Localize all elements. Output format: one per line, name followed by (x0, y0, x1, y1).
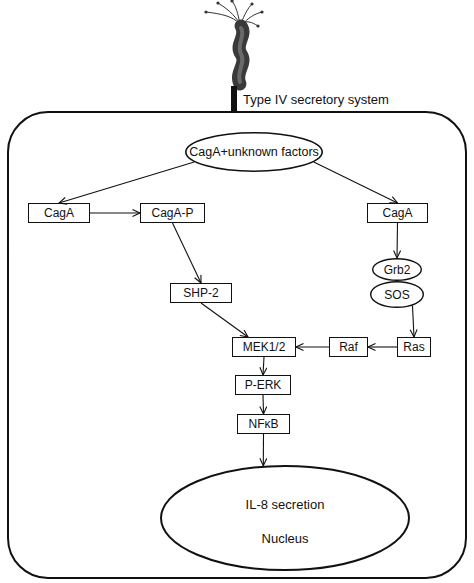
signal-arrow (263, 434, 264, 466)
nucleus-ellipse: IL-8 secretionNucleus (160, 465, 410, 571)
node-text: CagA+unknown factors (189, 145, 319, 159)
adaptor-ellipse: Grb2 (372, 258, 422, 281)
system-label: Type IV secretory system (243, 92, 389, 107)
signal-arrow (90, 212, 140, 213)
factor-ellipse: CagA+unknown factors (185, 132, 323, 172)
ellipse-shape (186, 133, 322, 171)
cell-outline (8, 112, 466, 578)
protein-box: P-ERK (235, 375, 291, 395)
node-text: SHP-2 (183, 286, 218, 300)
node-text: P-ERK (245, 378, 282, 392)
protein-box: Raf (329, 337, 368, 357)
ellipse-shape (371, 282, 424, 308)
protein-box: CagA (28, 203, 90, 223)
node-text: MEK1/2 (243, 340, 286, 354)
adaptor-ellipse: SOS (370, 281, 424, 308)
signal-arrow (296, 346, 329, 347)
signal-arrow (262, 395, 264, 414)
ellipse-shape (161, 466, 409, 570)
secretion-system-bar (231, 86, 237, 113)
protein-box: Ras (397, 337, 431, 357)
protein-box: CagA-P (140, 203, 205, 223)
node-text: SOS (384, 288, 409, 302)
bacterium-highlight (239, 28, 242, 82)
node-text: Ras (403, 340, 424, 354)
signal-arrow (201, 303, 248, 337)
signal-arrow (412, 306, 414, 337)
node-text: NFκB (249, 417, 279, 431)
signal-arrow (368, 346, 397, 347)
signal-arrow (263, 357, 264, 375)
node-text: CagA-P (151, 206, 193, 220)
node-text: IL-8 secretion (246, 498, 325, 512)
flagella-tips (204, 0, 263, 28)
compartment-name: Nucleus (262, 532, 309, 546)
ellipse-shape (373, 259, 422, 281)
node-text: Grb2 (384, 263, 411, 277)
signal-arrow (59, 162, 194, 203)
signal-arrow (314, 162, 398, 203)
protein-box: MEK1/2 (232, 337, 296, 357)
protein-box: CagA (367, 203, 428, 223)
protein-box: NFκB (237, 414, 290, 434)
node-text: CagA (44, 206, 74, 220)
bacterium-body (238, 26, 243, 84)
bacterium-flagella (206, 1, 262, 26)
node-text: CagA (382, 206, 412, 220)
node-text: Raf (339, 340, 358, 354)
signal-arrow (173, 223, 202, 283)
signal-arrow (396, 223, 398, 258)
protein-box: SHP-2 (170, 283, 232, 303)
ellipse-outline (160, 465, 410, 571)
